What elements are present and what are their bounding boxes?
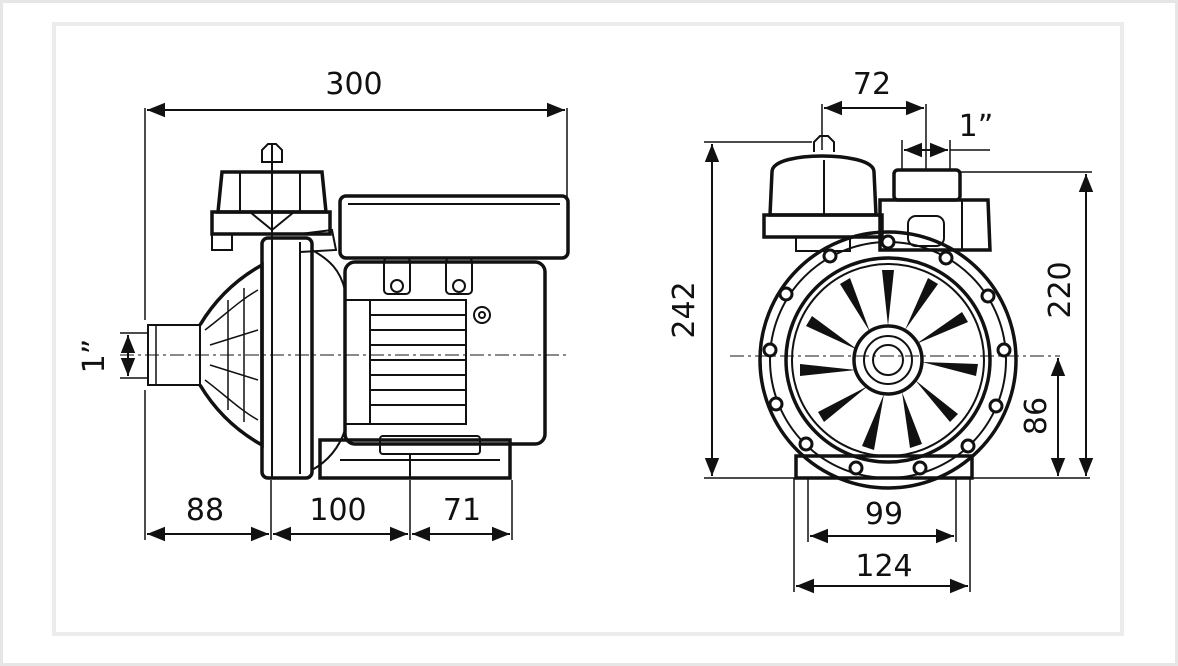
dim-seg-left: 88	[186, 493, 224, 528]
outlet-port	[892, 168, 962, 202]
dim-base-inner: 99	[865, 497, 903, 532]
dim-base-outer: 124	[855, 549, 912, 584]
pump-housing	[260, 236, 314, 480]
lid-knob	[261, 143, 283, 163]
dim-outlet-size: 1”	[959, 109, 994, 144]
housing-bolts	[762, 234, 1012, 476]
dim-seg-right: 71	[443, 493, 481, 528]
front-lid	[768, 154, 878, 217]
dim-total-height: 242	[667, 281, 702, 338]
front-view	[730, 135, 1060, 490]
impeller-vanes	[800, 270, 978, 450]
front-dimensions: 72 1” 242 220 86 99 124	[667, 67, 1094, 594]
motor-body	[343, 260, 547, 446]
dim-seg-mid: 100	[309, 493, 366, 528]
side-view	[120, 143, 570, 480]
dim-overall-length: 300	[325, 67, 382, 102]
motor-base	[318, 438, 512, 480]
dim-inlet-size: 1”	[77, 339, 112, 374]
impeller-ring	[784, 256, 992, 464]
dim-height-outlet: 220	[1043, 261, 1078, 318]
dim-height-axis: 86	[1019, 397, 1054, 435]
side-dimensions: 300 88 100 71 1”	[77, 67, 568, 542]
control-box	[338, 194, 570, 260]
front-housing	[758, 230, 1018, 490]
dim-width-top: 72	[853, 67, 891, 102]
